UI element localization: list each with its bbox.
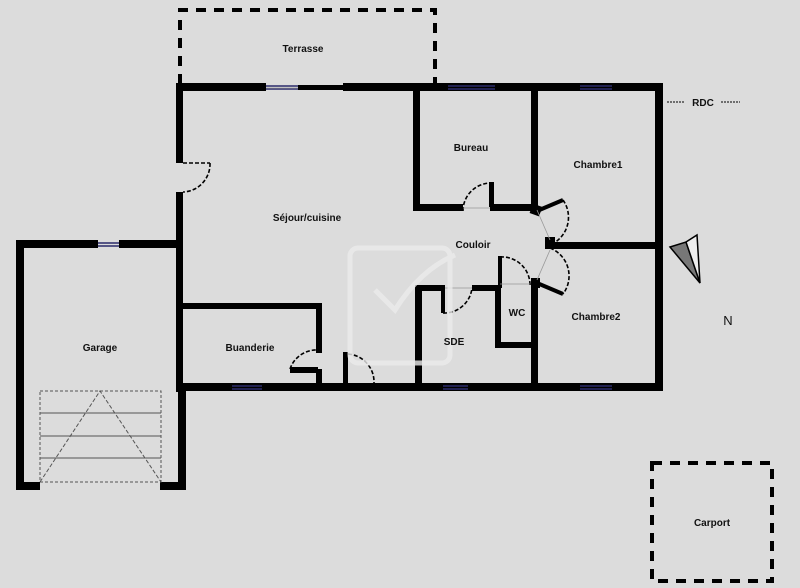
north-label: N [723, 313, 732, 328]
room-label-wc: WC [509, 308, 526, 319]
room-label-terrasse: Terrasse [283, 44, 324, 55]
carport-outline [650, 461, 774, 583]
terrasse-outline [178, 8, 437, 84]
north-arrow-icon [668, 233, 701, 284]
windows [98, 85, 612, 390]
room-label-sejour: Séjour/cuisine [273, 213, 342, 224]
door-thresholds [266, 87, 551, 289]
room-label-sde: SDE [444, 337, 465, 348]
watermark-icon [347, 245, 456, 366]
room-label-buanderie: Buanderie [226, 343, 275, 354]
level-label: RDC [692, 98, 714, 109]
room-label-chambre2: Chambre2 [572, 312, 621, 323]
room-label-couloir: Couloir [456, 240, 491, 251]
room-label-bureau: Bureau [454, 143, 488, 154]
room-label-chambre1: Chambre1 [574, 160, 623, 171]
room-label-garage: Garage [83, 343, 118, 354]
garage-door [39, 390, 162, 483]
room-label-carport: Carport [694, 518, 731, 529]
walls [16, 83, 663, 490]
